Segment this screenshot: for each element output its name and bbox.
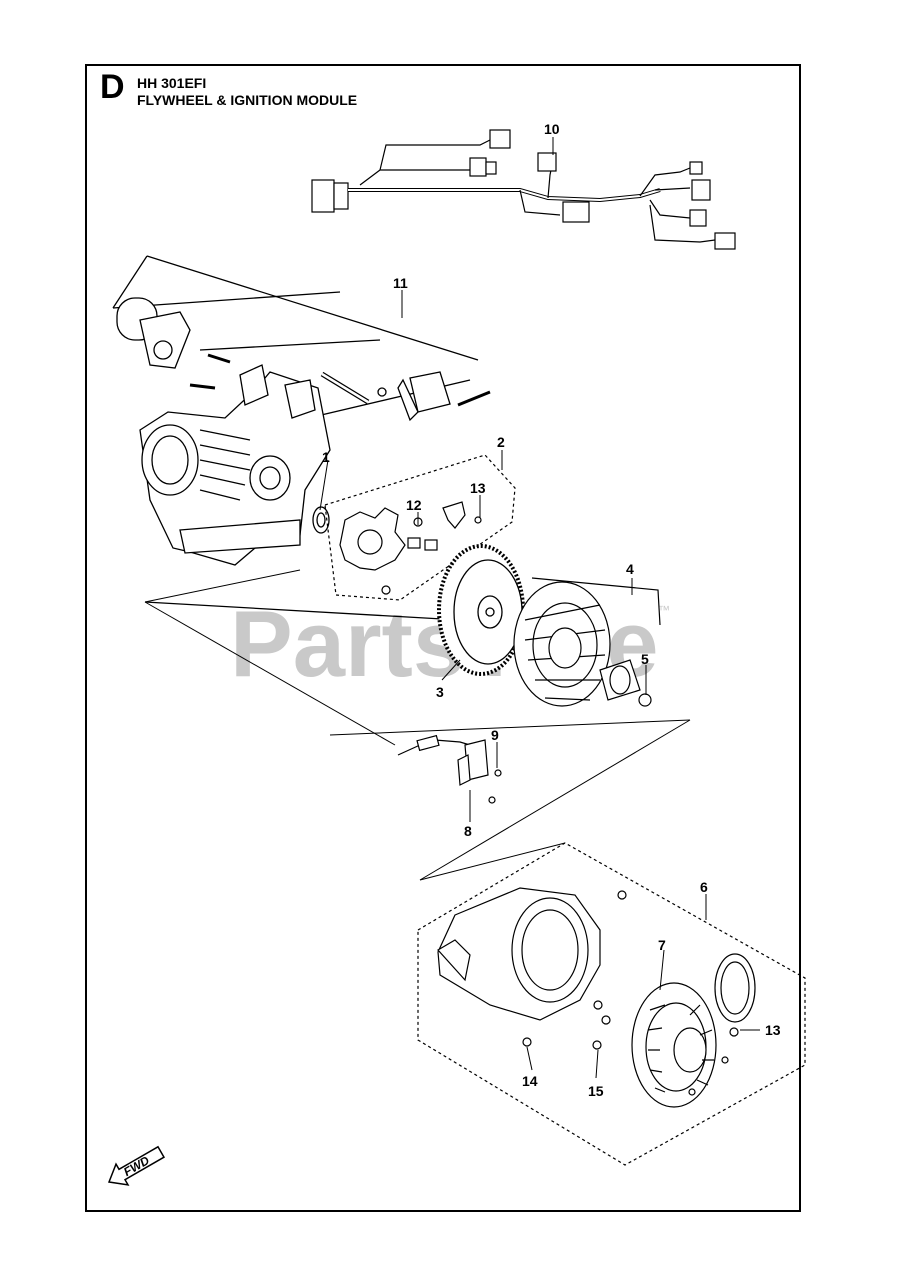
callout-6: 6 — [700, 879, 708, 895]
section-letter: D — [100, 68, 125, 106]
cooling-fan[interactable] — [513, 577, 661, 707]
leader-lines — [319, 137, 760, 1079]
recoil-starter[interactable] — [631, 953, 756, 1108]
assembly-lines — [144, 569, 691, 881]
callout-1: 1 — [322, 449, 330, 465]
fan-housing-group[interactable] — [417, 842, 806, 1166]
callout-4: 4 — [626, 561, 634, 577]
wiring-harness[interactable] — [311, 129, 736, 250]
callout-7: 7 — [658, 937, 666, 953]
callout-13-lower: 13 — [765, 1022, 781, 1038]
flywheel[interactable] — [144, 544, 525, 676]
callout-9: 9 — [491, 727, 499, 743]
engine-assembly[interactable] — [112, 255, 491, 566]
callout-3: 3 — [436, 684, 444, 700]
diagram-title: FLYWHEEL & IGNITION MODULE — [137, 92, 358, 108]
watermark-trademark: ™ — [658, 603, 670, 617]
callout-10: 10 — [544, 121, 560, 137]
callout-2: 2 — [497, 434, 505, 450]
model-number: HH 301EFI — [137, 75, 207, 91]
callout-12: 12 — [406, 497, 422, 513]
stator-group[interactable] — [324, 454, 516, 601]
fwd-arrow-icon: FWD — [107, 1145, 166, 1186]
callout-8: 8 — [464, 823, 472, 839]
callout-11: 11 — [393, 275, 408, 291]
diagram-frame — [85, 64, 801, 1212]
callout-14: 14 — [522, 1073, 538, 1089]
callout-15: 15 — [588, 1083, 604, 1099]
callout-5: 5 — [641, 651, 649, 667]
callout-13-upper: 13 — [470, 480, 486, 496]
ignition-coil[interactable] — [397, 734, 502, 804]
